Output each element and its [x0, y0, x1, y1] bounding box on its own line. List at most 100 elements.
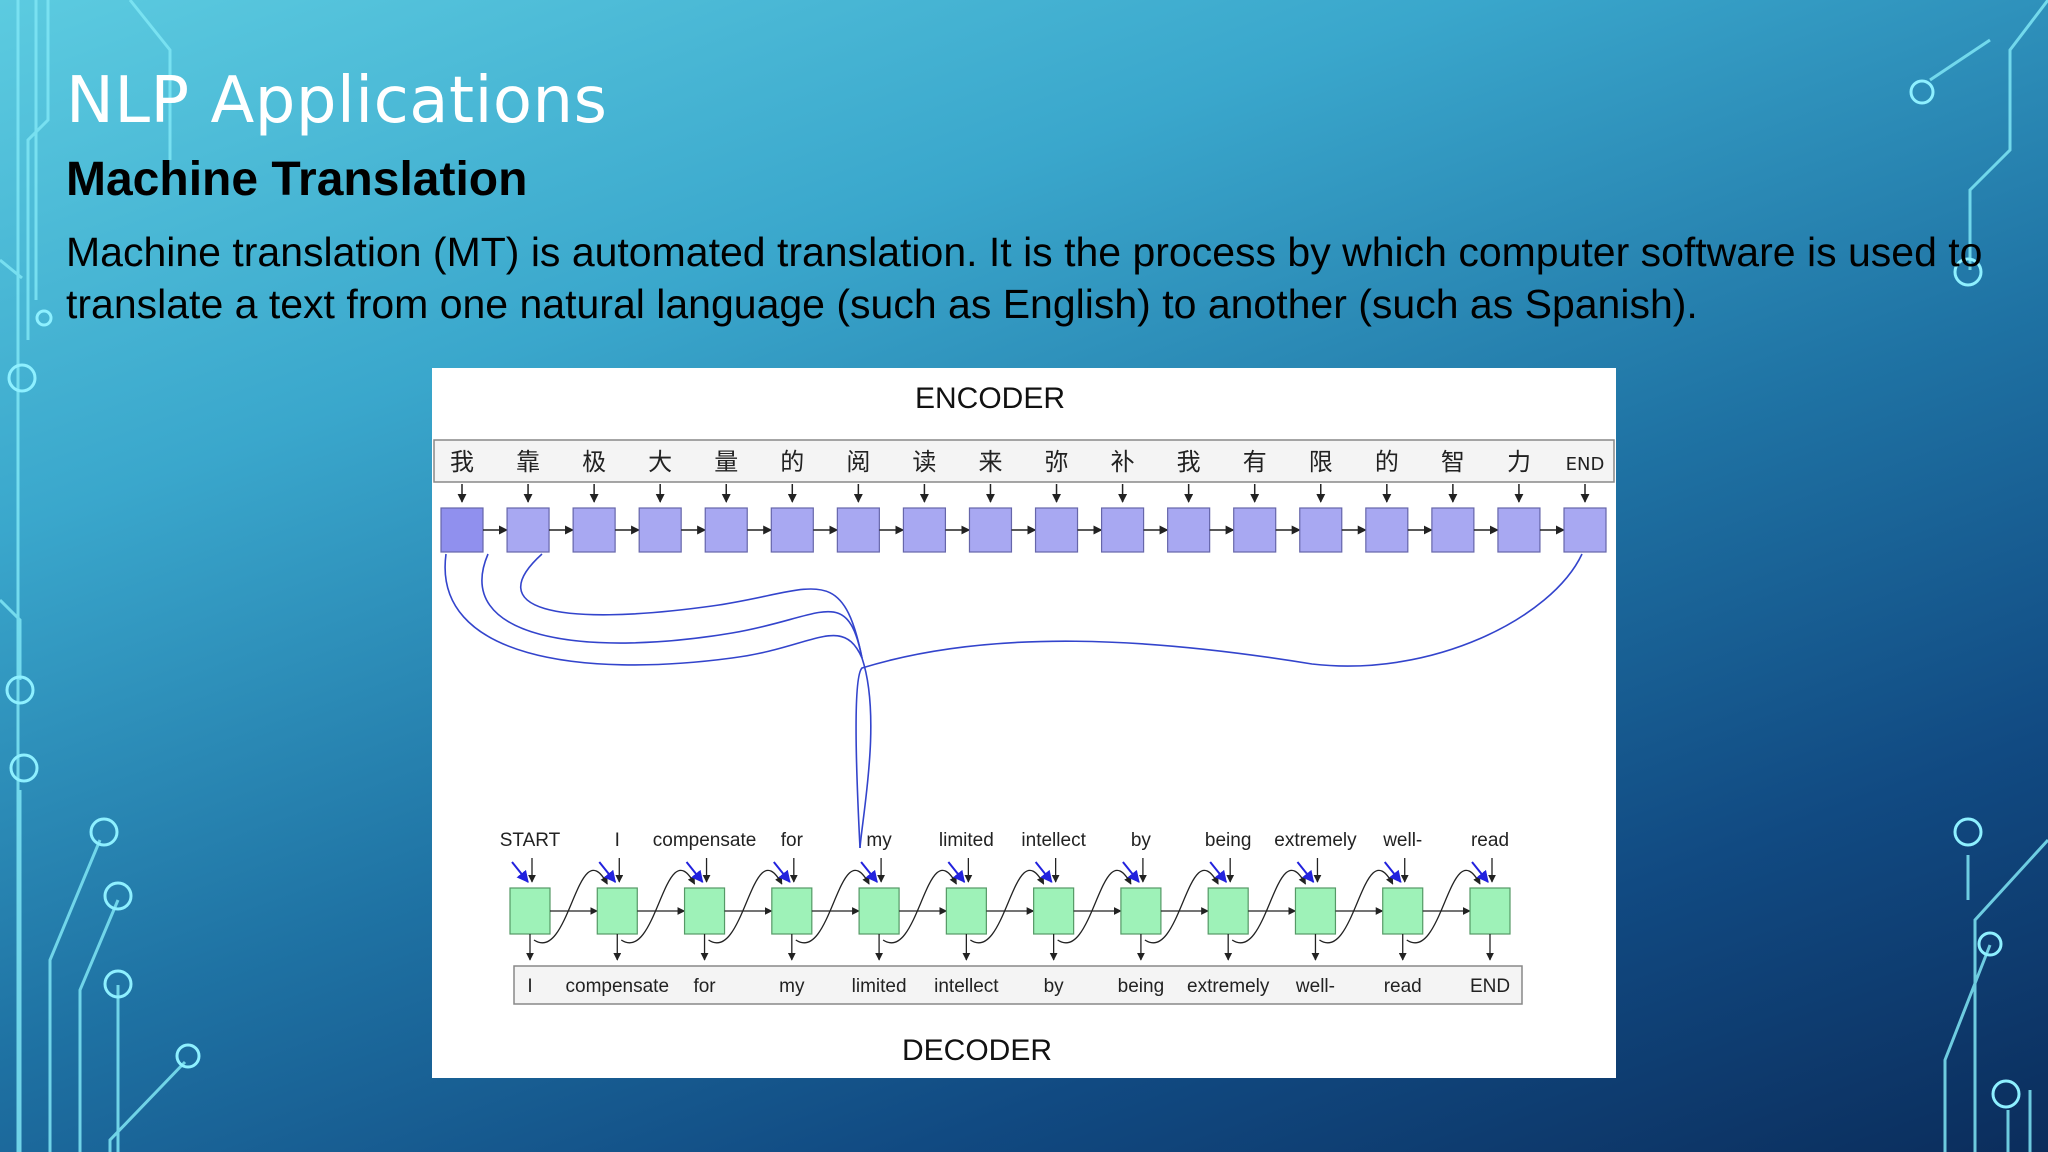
encoder-cell — [1167, 507, 1211, 553]
feedback-arrow — [533, 869, 608, 944]
decoder-output-token: well- — [1295, 976, 1335, 997]
decoder-input-token: well- — [1382, 830, 1422, 851]
encoder-cell — [440, 507, 484, 553]
decoder-output-strip — [513, 965, 1523, 1005]
encoder-token: 大 — [648, 448, 672, 476]
encoder-token: 的 — [1375, 448, 1399, 476]
decoder-cell — [858, 887, 900, 935]
decoder-output-token: compensate — [566, 976, 670, 997]
encoder-cell — [572, 507, 616, 553]
decoder-input-token: I — [615, 830, 620, 851]
context-connection — [855, 553, 1583, 849]
encoder-token: 读 — [912, 448, 936, 476]
attention-arrow — [1383, 861, 1402, 883]
encoder-cell — [770, 507, 814, 553]
encoder-cell — [1431, 507, 1475, 553]
encoder-cell — [1034, 507, 1079, 553]
decoder-cell — [771, 887, 813, 935]
decoder-output-token: by — [1044, 976, 1065, 997]
decoder-input-token: read — [1471, 830, 1509, 851]
decoder-label: DECODER — [902, 1034, 1052, 1067]
encoder-token: 靠 — [516, 448, 540, 476]
decoder-cell — [1382, 887, 1424, 935]
decoder-cell — [596, 887, 638, 935]
attention-arrow — [1034, 861, 1053, 883]
encoder-token: 阅 — [846, 448, 870, 476]
encoder-cell — [638, 507, 682, 553]
encoder-token: 有 — [1243, 448, 1267, 476]
encoder-input-strip — [433, 439, 1615, 483]
decoder-input-token: START — [500, 830, 561, 851]
encoder-token: 智 — [1441, 448, 1465, 476]
feedback-arrow — [1057, 869, 1132, 944]
feedback-arrow — [620, 869, 696, 944]
decoder-cell — [1469, 887, 1511, 935]
feedback-arrow — [882, 869, 957, 944]
decoder-output-token: END — [1470, 976, 1510, 997]
decoder-cell — [945, 887, 987, 935]
encoder-token: 弥 — [1045, 448, 1069, 476]
attention-arrow — [947, 861, 966, 883]
encoder-token: 量 — [714, 448, 738, 476]
feedback-arrow — [1319, 869, 1394, 944]
decoder-input-token: intellect — [1021, 830, 1086, 851]
attention-arrow — [773, 861, 791, 883]
encoder-token: 极 — [582, 448, 606, 476]
encoder-token: 限 — [1309, 448, 1333, 476]
encoder-cell — [1563, 507, 1607, 553]
decoder-input-token: being — [1205, 830, 1252, 851]
encoder-cell — [506, 507, 550, 553]
encoder-token: 我 — [450, 448, 474, 476]
encoder-cell — [968, 507, 1013, 553]
decoder-cell — [1120, 887, 1162, 935]
attention-arrow — [685, 861, 704, 883]
feedback-arrow — [970, 869, 1045, 944]
attention-arrow — [511, 861, 529, 883]
decoder-output-token: extremely — [1187, 976, 1270, 997]
encoder-cell — [704, 507, 748, 553]
attention-arrow — [1471, 861, 1489, 883]
decoder-cell — [1033, 887, 1075, 935]
encoder-token: 力 — [1507, 448, 1531, 476]
decoder-input-token: extremely — [1274, 830, 1357, 851]
encoder-cell — [1100, 507, 1145, 553]
encoder-cell — [836, 507, 880, 553]
attention-arrow — [1296, 861, 1315, 883]
context-connection — [444, 553, 872, 849]
slide-title: NLP Applications — [66, 64, 608, 138]
attention-arrow — [1122, 861, 1140, 883]
decoder-input-token: compensate — [653, 830, 757, 851]
decoder-output-token: read — [1384, 976, 1422, 997]
context-connection — [520, 553, 863, 659]
feedback-arrow — [795, 869, 870, 944]
attention-arrow — [1209, 861, 1227, 883]
feedback-arrow — [1144, 869, 1219, 944]
encoder-token: 我 — [1177, 448, 1201, 476]
encoder-cell — [902, 507, 947, 553]
decoder-input-token: by — [1131, 830, 1152, 851]
encoder-cell — [1299, 507, 1343, 553]
encoder-token: 补 — [1111, 448, 1135, 476]
attention-arrow — [598, 861, 617, 883]
encoder-token: 来 — [978, 448, 1002, 476]
decoder-cell — [683, 887, 726, 935]
decoder-output-token: for — [693, 976, 716, 997]
feedback-arrow — [708, 869, 783, 944]
slide-subtitle: Machine Translation — [66, 153, 528, 206]
decoder-cell — [1207, 887, 1249, 935]
encoder-cell — [1365, 507, 1409, 553]
decoder-cell — [1294, 887, 1337, 935]
attention-arrow — [860, 861, 878, 883]
decoder-output-token: limited — [852, 976, 907, 997]
slide-body-text: Machine translation (MT) is automated tr… — [66, 229, 1983, 327]
context-connection — [481, 553, 863, 659]
encoder-token: 的 — [780, 448, 804, 476]
encoder-cell — [1497, 507, 1541, 553]
encoder-token: END — [1566, 454, 1605, 475]
feedback-arrow — [1406, 869, 1481, 944]
decoder-output-token: being — [1118, 976, 1165, 997]
